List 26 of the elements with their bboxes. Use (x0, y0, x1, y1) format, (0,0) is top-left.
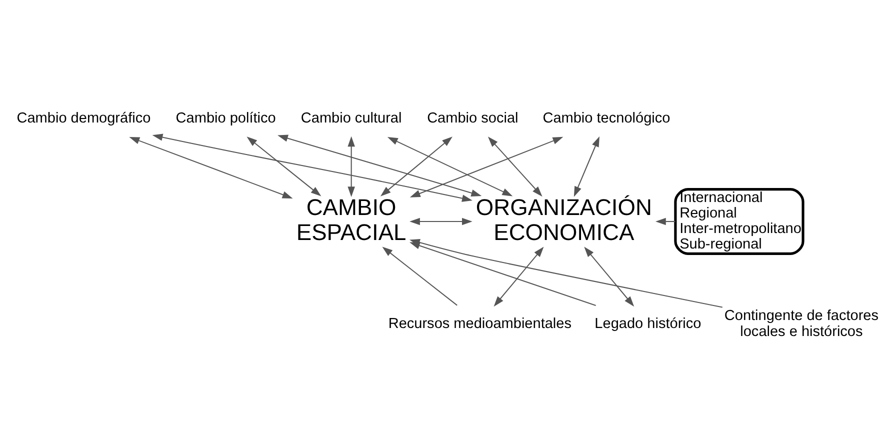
node-text: CAMBIO ESPACIAL (296, 194, 406, 245)
arrow (488, 136, 542, 197)
arrow (129, 136, 293, 198)
node-text: Contingente de factores locales e históricos (724, 308, 879, 340)
arrow (387, 136, 513, 196)
arrow (380, 136, 452, 196)
arrow (410, 218, 472, 226)
node-text: Cambio tecnológico (542, 110, 670, 127)
node-text: Cambio cultural (300, 110, 402, 127)
arrow (574, 136, 600, 197)
node-box: Internacional Regional Inter-metropolitano Sub-regional (674, 188, 804, 255)
arrow (656, 218, 676, 226)
arrow (494, 246, 544, 307)
arrow (246, 136, 322, 196)
node-text: Cambio político (176, 110, 276, 127)
node-text: Recursos medioambientales (388, 316, 572, 332)
arrow (410, 136, 564, 198)
arrow (278, 134, 482, 196)
node-text: Legado histórico (594, 316, 702, 332)
arrow (382, 246, 458, 306)
node-text: ORGANIZACIÓN ECONOMICA (476, 194, 652, 245)
node-text: Cambio social (427, 110, 518, 127)
arrow (584, 246, 634, 307)
node-text: Cambio demográfico (16, 110, 151, 127)
arrow (348, 136, 355, 198)
arrow (152, 134, 472, 202)
